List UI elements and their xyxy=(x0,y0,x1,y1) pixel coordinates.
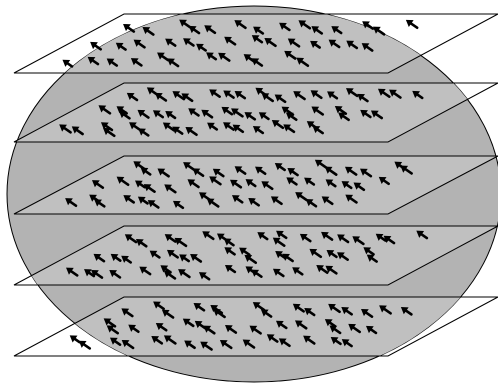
spin-arrow-icon xyxy=(406,20,417,28)
spin-arrow-icon xyxy=(70,335,80,342)
spin-arrow-icon xyxy=(90,42,101,49)
spin-arrow-icon xyxy=(123,24,134,32)
spin-arrow-icon xyxy=(79,341,90,349)
spin-arrow-icon xyxy=(62,60,72,67)
